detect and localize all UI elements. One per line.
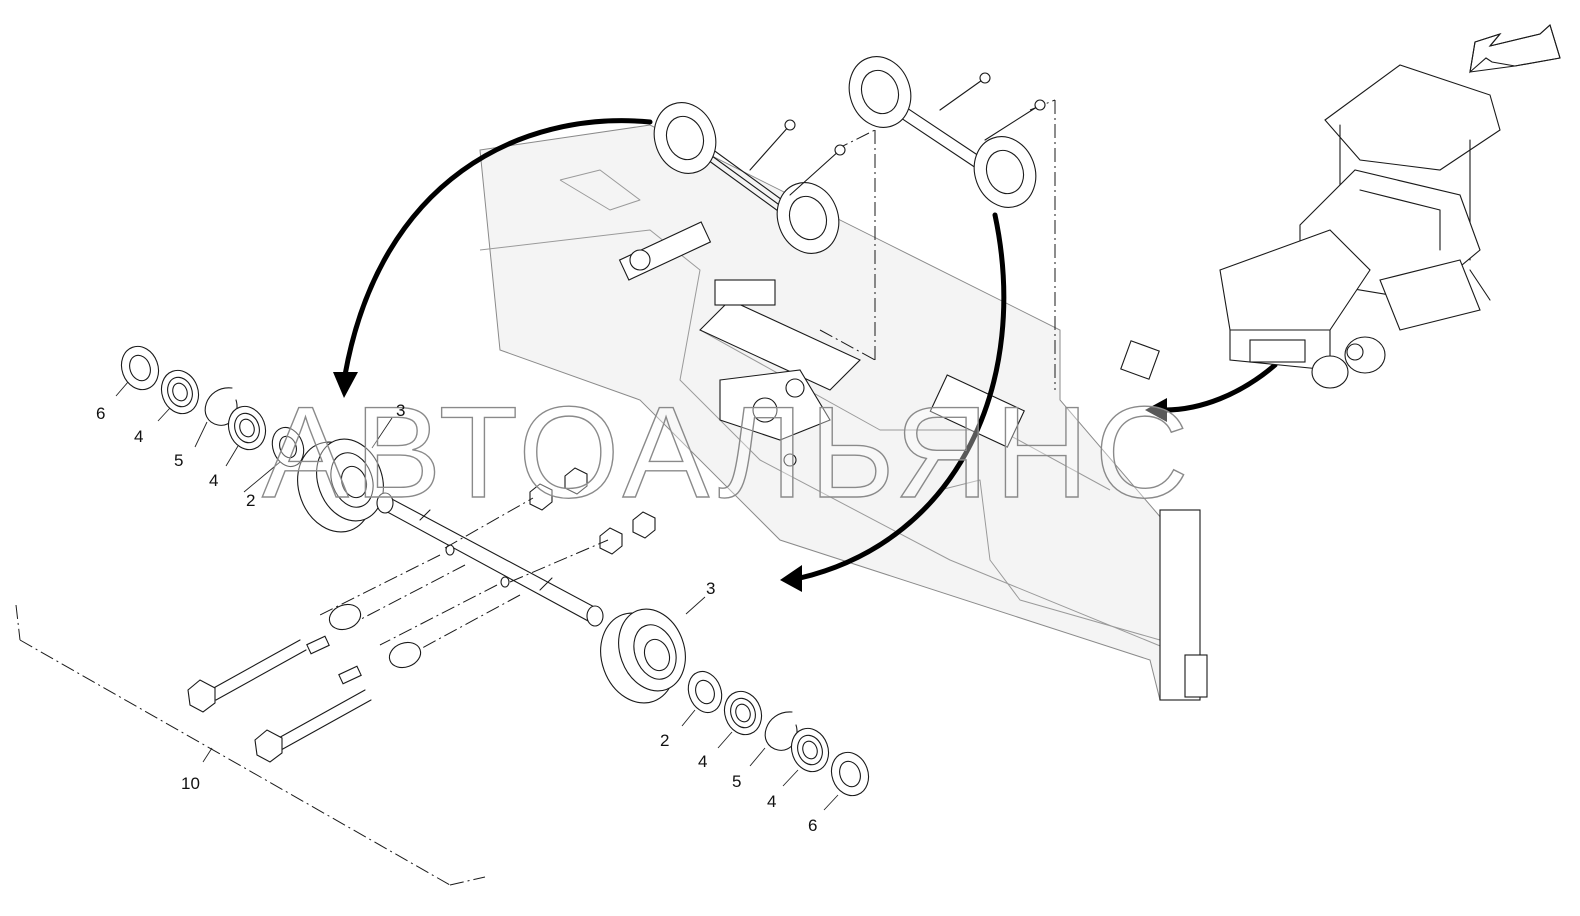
callout-5-left: 5 <box>174 451 183 470</box>
left-exploded-roller-parts <box>120 345 384 533</box>
callout-2-right: 2 <box>660 731 669 750</box>
view-direction-arrow <box>1469 24 1561 74</box>
right-exploded-roller-parts <box>600 608 870 797</box>
callout-3-right: 3 <box>706 579 715 598</box>
callout-4-left-b: 4 <box>209 471 218 490</box>
callout-6-right: 6 <box>808 816 817 835</box>
callout-4-right-b: 4 <box>767 792 776 811</box>
callout-2-left: 2 <box>246 491 255 510</box>
watermark-text: АВТОАЛЬЯНС <box>262 379 1195 525</box>
nuts <box>529 467 656 555</box>
leader-lines <box>115 381 839 811</box>
callout-6-left: 6 <box>96 404 105 423</box>
bolts-and-washers <box>187 603 422 763</box>
callout-3-left: 3 <box>396 401 405 420</box>
direction-arrows <box>333 118 1278 592</box>
alignment-lines-lower <box>15 497 609 886</box>
callout-5-right: 5 <box>732 772 741 791</box>
mounting-bracket <box>618 221 1025 467</box>
upper-roller-assembly-left <box>653 102 846 254</box>
callout-labels: 6 4 5 4 2 3 3 2 4 5 4 6 10 <box>96 401 817 835</box>
callout-4-right-a: 4 <box>698 752 707 771</box>
upper-roller-assembly-right <box>848 56 1046 208</box>
callout-10: 10 <box>181 774 200 793</box>
asphalt-paver-illustration <box>1219 64 1501 389</box>
roller-shaft <box>376 492 604 627</box>
callout-4-left-a: 4 <box>134 427 143 446</box>
